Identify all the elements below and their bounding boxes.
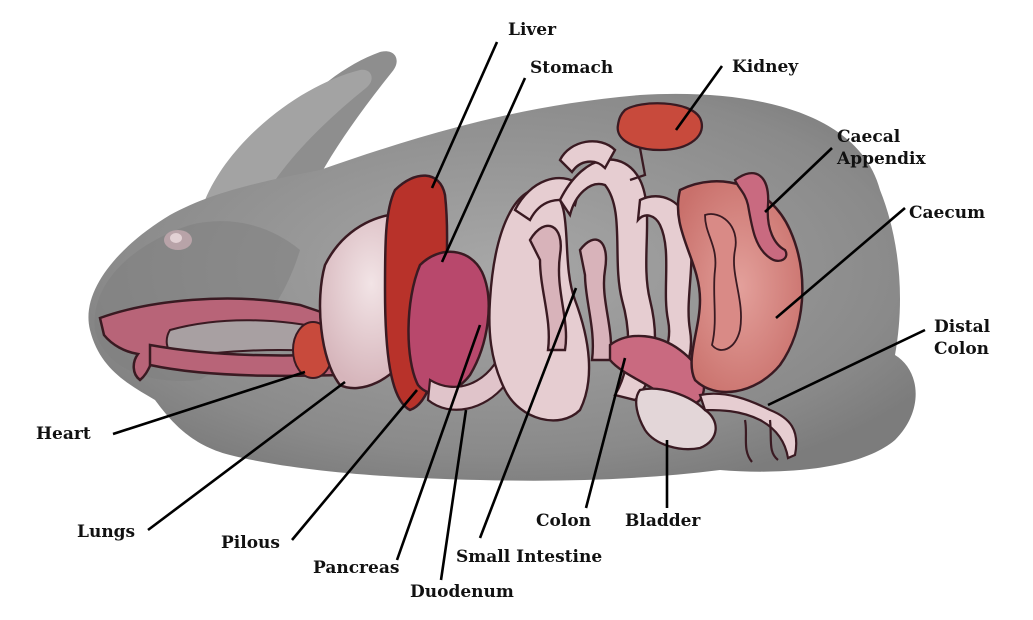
label-pilous: Pilous bbox=[221, 533, 280, 553]
label-small-intestine: Small Intestine bbox=[456, 547, 602, 567]
label-duodenum: Duodenum bbox=[410, 582, 514, 602]
label-caecum: Caecum bbox=[909, 203, 985, 223]
label-pancreas: Pancreas bbox=[313, 558, 399, 578]
label-bladder: Bladder bbox=[625, 511, 700, 531]
label-stomach: Stomach bbox=[530, 58, 613, 78]
label-liver: Liver bbox=[508, 20, 556, 40]
label-distal-colon-line2: Colon bbox=[934, 338, 990, 360]
label-distal-colon: Distal Colon bbox=[934, 316, 990, 360]
label-kidney: Kidney bbox=[732, 57, 798, 77]
label-caecal-appendix-line2: Appendix bbox=[837, 148, 926, 170]
label-colon: Colon bbox=[536, 511, 591, 531]
label-caecal-appendix: Caecal Appendix bbox=[837, 126, 926, 170]
label-distal-colon-line1: Distal bbox=[934, 316, 990, 338]
label-caecal-appendix-line1: Caecal bbox=[837, 126, 926, 148]
label-heart: Heart bbox=[36, 424, 91, 444]
label-lungs: Lungs bbox=[77, 522, 135, 542]
